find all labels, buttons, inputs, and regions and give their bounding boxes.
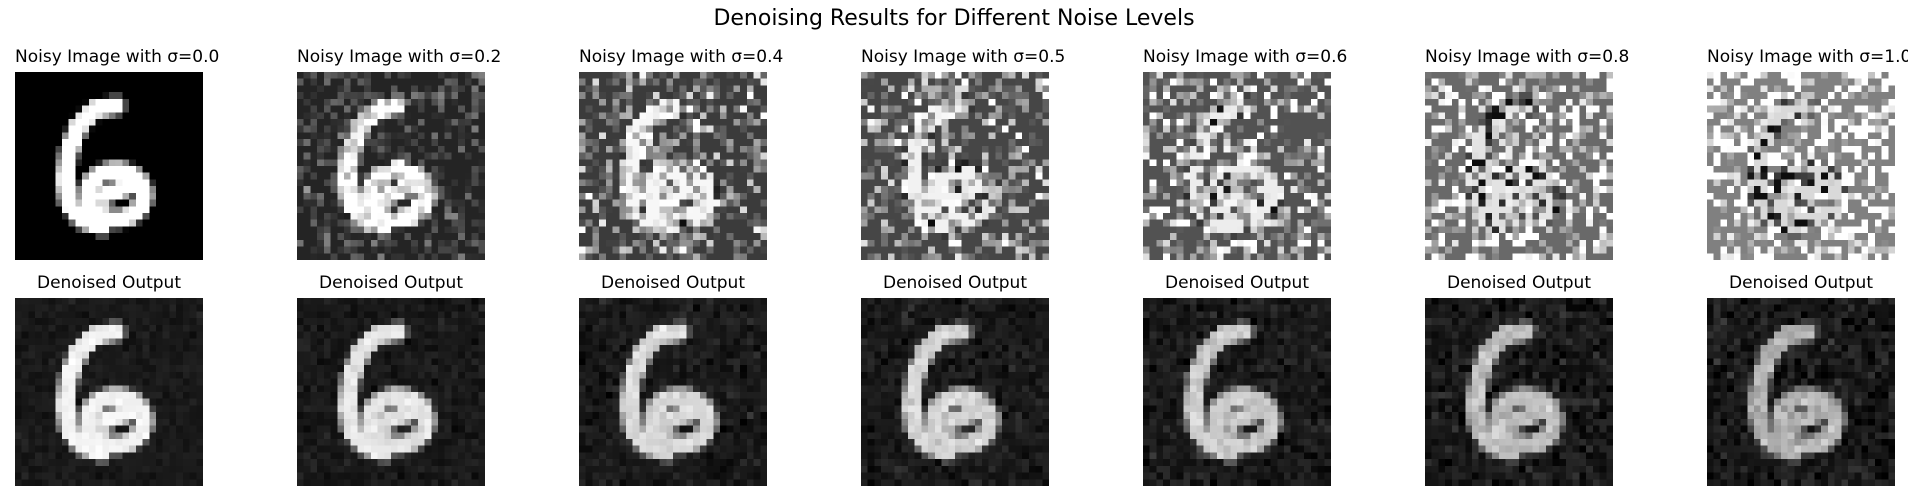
denoised-image-0 — [15, 298, 203, 486]
denoised-image-4 — [1143, 298, 1331, 486]
denoised-title-4: Denoised Output — [1164, 273, 1309, 293]
noisy-image-4 — [1143, 72, 1331, 260]
noisy-title-2: Noisy Image with σ=0.4 — [579, 47, 784, 67]
noisy-image-2 — [579, 72, 767, 260]
denoised-title-1: Denoised Output — [318, 273, 463, 293]
denoised-image-2 — [579, 298, 767, 486]
noisy-title-0: Noisy Image with σ=0.0 — [15, 47, 220, 67]
noisy-image-5 — [1425, 72, 1613, 260]
denoised-title-6: Denoised Output — [1728, 273, 1873, 293]
denoised-title-2: Denoised Output — [600, 273, 745, 293]
noisy-image-1 — [297, 72, 485, 260]
noisy-image-0 — [15, 72, 203, 260]
noisy-image-6 — [1707, 72, 1895, 260]
figure-title: Denoising Results for Different Noise Le… — [713, 6, 1195, 31]
noisy-title-3: Noisy Image with σ=0.5 — [861, 47, 1066, 67]
noisy-image-3 — [861, 72, 1049, 260]
denoised-title-0: Denoised Output — [36, 273, 181, 293]
denoised-image-1 — [297, 298, 485, 486]
noisy-title-4: Noisy Image with σ=0.6 — [1143, 47, 1348, 67]
denoised-title-5: Denoised Output — [1446, 273, 1591, 293]
noisy-title-6: Noisy Image with σ=1.0 — [1707, 47, 1908, 67]
denoised-image-3 — [861, 298, 1049, 486]
denoised-image-6 — [1707, 298, 1895, 486]
noisy-title-5: Noisy Image with σ=0.8 — [1425, 47, 1630, 67]
denoised-image-5 — [1425, 298, 1613, 486]
denoised-title-3: Denoised Output — [882, 273, 1027, 293]
noisy-title-1: Noisy Image with σ=0.2 — [297, 47, 502, 67]
